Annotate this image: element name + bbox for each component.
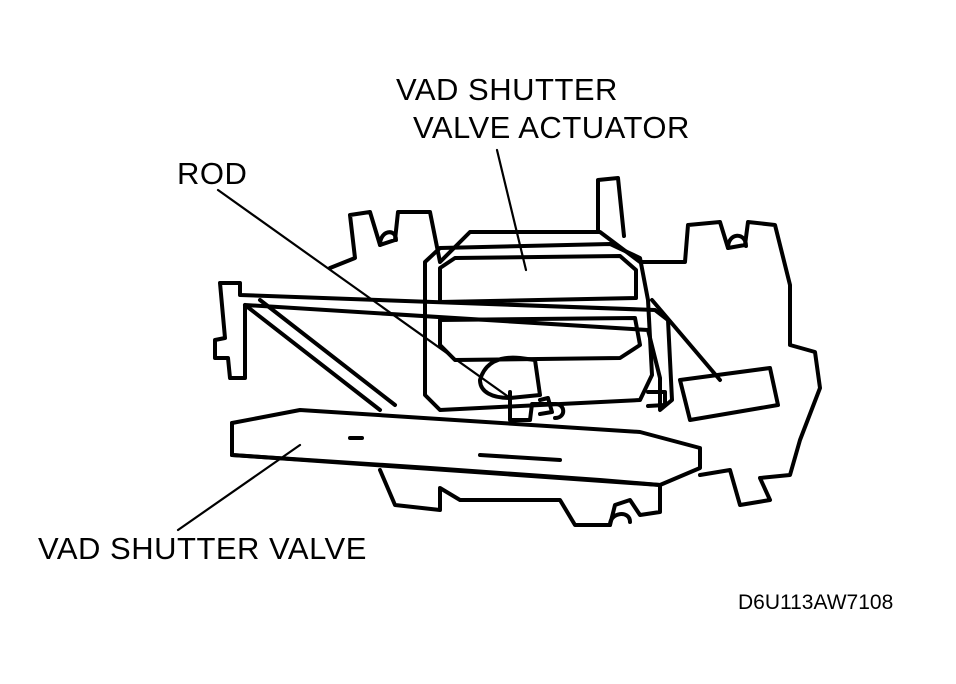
leader-valve xyxy=(178,445,300,530)
shutter-plate xyxy=(232,410,700,485)
actuator-diaphragm xyxy=(440,256,636,302)
rod-link xyxy=(510,392,563,420)
shutter-plate-bottom xyxy=(232,455,660,485)
lower-slot xyxy=(610,514,630,525)
front-frame xyxy=(215,283,672,410)
right-clip xyxy=(728,236,746,248)
leader-actuator xyxy=(497,150,526,270)
lower-body xyxy=(380,470,660,525)
frame-diagonal-inner xyxy=(260,300,395,405)
top-stub xyxy=(598,178,624,236)
right-tab-notch xyxy=(648,392,665,406)
frame-diagonal-left xyxy=(245,305,380,410)
rear-housing xyxy=(330,212,820,505)
left-clip xyxy=(380,232,396,245)
figure-code: D6U113AW7108 xyxy=(738,591,894,614)
actuator-lower-cover xyxy=(440,318,640,360)
actuator-label-line1: VAD SHUTTER xyxy=(396,72,618,107)
actuator-label-line2: VALVE ACTUATOR xyxy=(413,110,690,145)
rod-label: ROD xyxy=(177,156,248,191)
right-tab-plate xyxy=(680,368,778,420)
rod-cylinder xyxy=(480,358,540,398)
frame-diagonal-right xyxy=(652,300,720,380)
shutter-valve-label: VAD SHUTTER VALVE xyxy=(38,531,367,566)
rod-pin xyxy=(540,398,552,414)
shutter-plate-stroke xyxy=(480,455,560,460)
leader-rod xyxy=(218,190,510,398)
